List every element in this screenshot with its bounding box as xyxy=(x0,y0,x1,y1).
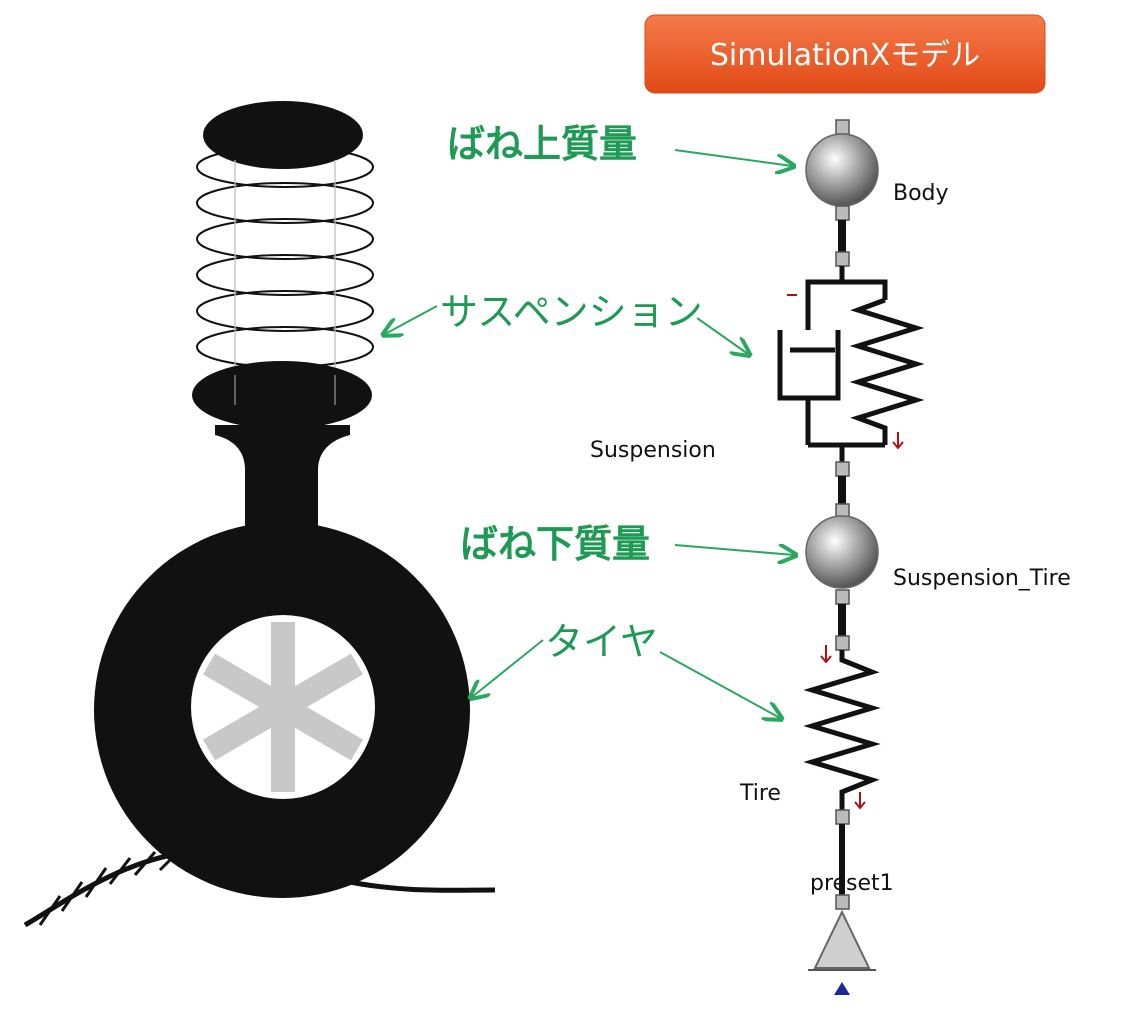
suspension-element xyxy=(777,266,925,462)
quarter-car-illustration xyxy=(23,101,496,928)
annotation-suspension: サスペンション xyxy=(440,290,703,334)
spring-seat-disk xyxy=(192,361,372,429)
sprung-mass-disk xyxy=(203,101,363,169)
arrow-suspension-to-spring xyxy=(385,305,438,334)
ground-surface xyxy=(23,847,496,928)
annotation-sprung-mass: ばね上質量 xyxy=(447,122,637,166)
unsprung-mass xyxy=(805,515,879,589)
annotation-tire: タイヤ xyxy=(545,620,658,664)
arrow-suspension-to-model xyxy=(696,317,748,354)
component-label-tire: Tire xyxy=(739,781,781,806)
title-badge: SimulationXモデル xyxy=(644,14,1046,94)
component-label-suspension-tire: Suspension_Tire xyxy=(893,566,1071,591)
preset-ground-symbol xyxy=(808,909,876,995)
wheel-spokes xyxy=(202,622,364,792)
simulationx-model xyxy=(777,119,925,995)
title-badge-text: SimulationXモデル xyxy=(710,38,980,73)
arrow-tire-to-wheel xyxy=(472,639,544,697)
arrow-unsprung-to-mass xyxy=(674,545,794,555)
annotation-arrows xyxy=(385,149,794,718)
component-label-body: Body xyxy=(893,181,949,206)
annotation-unsprung-mass: ばね下質量 xyxy=(460,522,650,566)
arrow-sprung-to-body xyxy=(674,149,792,166)
tire-spring xyxy=(803,645,881,810)
body-mass xyxy=(805,133,879,207)
body-top-connector xyxy=(835,119,850,135)
suspension-neck xyxy=(215,425,350,540)
component-label-preset: preset1 xyxy=(810,871,894,896)
component-label-suspension: Suspension xyxy=(590,438,716,463)
arrow-tire-to-model xyxy=(659,651,780,718)
coil-spring xyxy=(196,146,374,405)
